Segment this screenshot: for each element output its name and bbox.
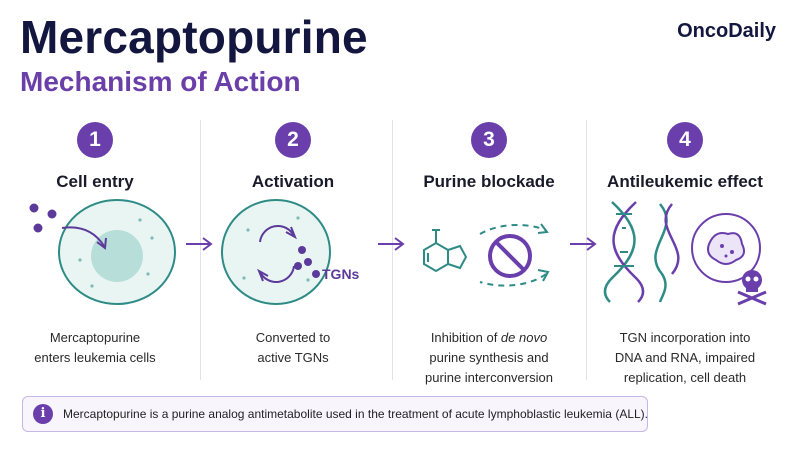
divider <box>392 120 393 380</box>
step-number: 4 <box>667 122 703 158</box>
step-description: Inhibition of de novo purine synthesis a… <box>425 330 553 385</box>
flow-arrow-icon <box>570 237 597 251</box>
block-icon <box>488 234 532 278</box>
flow-arrow-icon <box>378 237 405 251</box>
antileukemic-illustration <box>603 201 767 306</box>
tgn-label: TGNs <box>322 266 360 282</box>
tgn-dot <box>312 270 320 278</box>
brand-logo: OncoDaily <box>677 20 776 42</box>
cell-entry-illustration <box>29 199 176 305</box>
info-box: i Mercaptopurine is a purine analog anti… <box>22 396 648 432</box>
divider <box>586 120 587 380</box>
step-title: Activation <box>251 172 335 191</box>
purine-molecule-icon <box>423 229 468 273</box>
step-description: Mercaptopurine enters leukemia cells <box>34 330 156 365</box>
tgn-dot <box>294 262 302 270</box>
cell-membrane <box>221 199 331 305</box>
step-antileukemic-effect: 4 Antileukemic effect TGN incorporation … <box>590 122 780 385</box>
page-title: Mercaptopurine <box>20 11 368 63</box>
step-title: Purine blockade <box>423 172 555 191</box>
activation-illustration: TGNs <box>221 199 360 305</box>
step-cell-entry: 1 Cell entry Mercaptopurine enters leuke… <box>0 122 190 365</box>
page-subtitle: Mechanism of Action <box>20 66 301 97</box>
step-purine-blockade: 3 Purine blockade Inhibition of de novo … <box>394 122 584 385</box>
info-icon: i <box>33 404 53 424</box>
dying-cell-icon <box>691 213 761 283</box>
step-number: 1 <box>77 122 113 158</box>
step-title: Cell entry <box>56 172 134 191</box>
step-activation: 2 Activation TGNs Converted to active TG… <box>198 122 388 365</box>
step-number: 3 <box>471 122 507 158</box>
drug-dot <box>47 209 57 219</box>
purine-blockade-illustration <box>423 223 550 287</box>
tgn-dot <box>298 246 306 254</box>
step-title: Antileukemic effect <box>607 172 763 191</box>
cell-nucleus <box>91 230 143 282</box>
divider <box>200 120 201 380</box>
step-description: TGN incorporation into DNA and RNA, impa… <box>614 330 756 385</box>
tgn-dot <box>304 258 312 266</box>
drug-dot <box>29 203 39 213</box>
step-description: Converted to active TGNs <box>255 330 331 365</box>
drug-dot <box>33 223 43 233</box>
skull-icon <box>737 270 767 306</box>
dna-icon <box>603 201 645 303</box>
step-number: 2 <box>275 122 311 158</box>
info-text: Mercaptopurine is a purine analog antime… <box>63 407 648 421</box>
flow-arrow-icon <box>186 237 213 251</box>
